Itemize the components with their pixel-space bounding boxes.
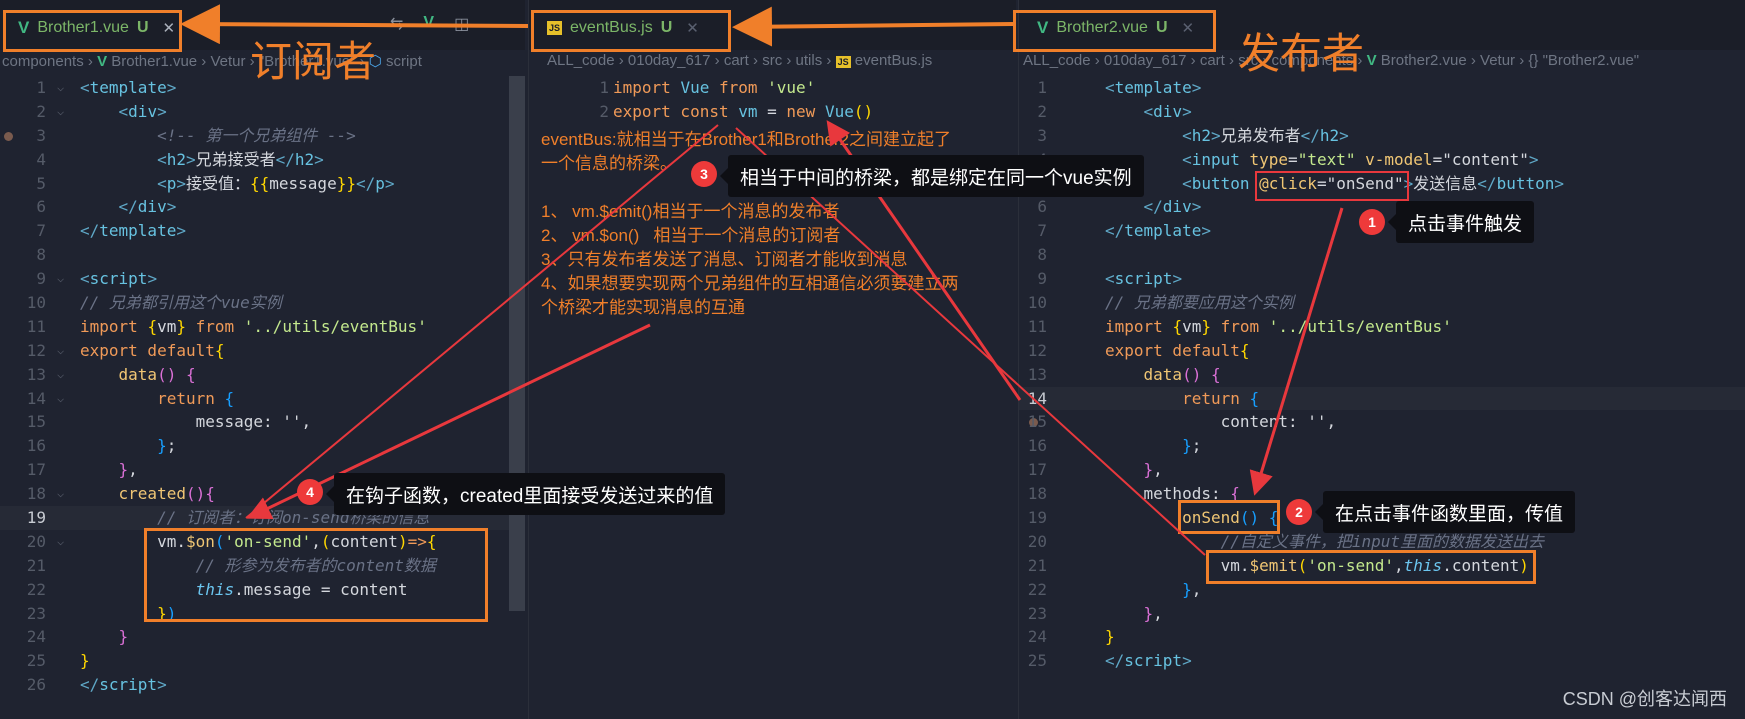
crumb[interactable]: 010day_617 [627, 52, 711, 69]
crumb[interactable]: components [2, 53, 84, 70]
callout-tooltip-4: 在钩子函数，created里面接受发送过来的值 [325, 473, 726, 515]
untracked-badge: U [136, 19, 149, 36]
vue-preview-icon[interactable]: V [423, 14, 435, 31]
breadcrumb: ALL_code › 010day_617 › cart › src › uti… [547, 52, 933, 69]
close-icon[interactable]: ✕ [686, 20, 699, 37]
crumb[interactable]: cart [723, 52, 749, 69]
step-badge-3: 3 [691, 161, 717, 187]
crumb[interactable]: Vetur [1480, 52, 1516, 69]
tab-brother2[interactable]: V Brother2.vue U ✕ [1037, 18, 1195, 37]
highlight-click-handler [1255, 171, 1409, 201]
crumb[interactable]: ALL_code [547, 52, 615, 69]
vue-icon: V [1037, 18, 1049, 37]
publisher-label: 发布者 [1238, 30, 1365, 77]
code-editor[interactable]: 1⌵<template> 2⌵ <div> 3 <!-- 第一个兄弟组件 -->… [0, 76, 525, 697]
highlight-on-subscribe [144, 528, 488, 622]
vertical-scrollbar[interactable] [509, 76, 525, 611]
step-badge-1: 1 [1359, 209, 1385, 235]
vue-icon: V [1366, 52, 1377, 69]
highlight-tab-brother1 [3, 10, 182, 52]
compare-icon[interactable]: ⇆ [390, 16, 404, 33]
tab-bar: V Brother2.vue U ✕ [1019, 0, 1745, 50]
js-icon: JS [835, 56, 851, 68]
cube-icon: ⬡ [368, 53, 382, 70]
untracked-badge: U [660, 19, 673, 36]
breakpoint-icon[interactable] [4, 131, 13, 141]
close-icon[interactable]: ✕ [1181, 20, 1195, 37]
eventbus-rules-list: 1、 vm.$emit()相当于一个消息的发布者 2、 vm.$on() 相当于… [541, 202, 959, 317]
split-editor-icon[interactable]: ◫ [454, 16, 470, 33]
crumb[interactable]: script [386, 53, 422, 70]
tab-brother1[interactable]: V Brother1.vue U ✕ [18, 18, 176, 37]
crumb[interactable]: utils [795, 52, 823, 69]
crumb[interactable]: Brother1.vue [111, 53, 198, 70]
highlight-tab-brother2 [1013, 10, 1216, 52]
breadcrumb: components › V Brother1.vue › Vetur › "B… [2, 53, 422, 70]
highlight-onsend-method [1178, 500, 1280, 534]
callout-tooltip-2: 在点击事件函数里面，传值 [1314, 491, 1576, 533]
crumb[interactable]: src [1238, 52, 1259, 69]
callout-tooltip-3: 相当于中间的桥梁，都是绑定在同一个vue实例 [720, 155, 1144, 197]
vue-icon: V [18, 18, 30, 37]
close-icon[interactable]: ✕ [162, 20, 176, 37]
crumb[interactable]: 010day_617 [1103, 52, 1187, 69]
tab-eventbus[interactable]: JS eventBus.js U ✕ [547, 19, 699, 37]
js-icon: JS [547, 21, 563, 35]
crumb[interactable]: {} "Brother2.vue" [1528, 52, 1640, 69]
callout-tooltip-1: 点击事件触发 [1387, 201, 1535, 243]
editor-actions: ⇆ V ◫ [390, 14, 469, 34]
highlight-emit-call [1206, 550, 1536, 584]
watermark: CSDN @创客达闻西 [1562, 689, 1727, 709]
vue-icon: V [97, 53, 108, 70]
breadcrumb: ALL_code › 010day_617 › cart › src › com… [1023, 52, 1640, 69]
crumb[interactable]: components [1271, 52, 1354, 69]
crumb[interactable]: cart [1199, 52, 1225, 69]
crumb[interactable]: Vetur [210, 53, 246, 70]
crumb[interactable]: src [762, 52, 783, 69]
step-badge-2: 2 [1286, 499, 1312, 525]
editor-pane-brother2: V Brother2.vue U ✕ ALL_code › 010day_617… [1018, 0, 1745, 719]
highlight-tab-eventbus [531, 10, 731, 52]
step-badge-4: 4 [297, 479, 323, 505]
crumb[interactable]: "Brother1.vue" [258, 53, 356, 70]
crumb[interactable]: ALL_code [1023, 52, 1091, 69]
untracked-badge: U [1155, 19, 1168, 36]
subscriber-label: 订阅者 [250, 38, 377, 85]
crumb[interactable]: eventBus.js [854, 52, 933, 69]
crumb[interactable]: Brother2.vue [1380, 52, 1467, 69]
editor-pane-eventbus: JS eventBus.js U ✕ ALL_code › 010day_617… [528, 0, 1016, 719]
